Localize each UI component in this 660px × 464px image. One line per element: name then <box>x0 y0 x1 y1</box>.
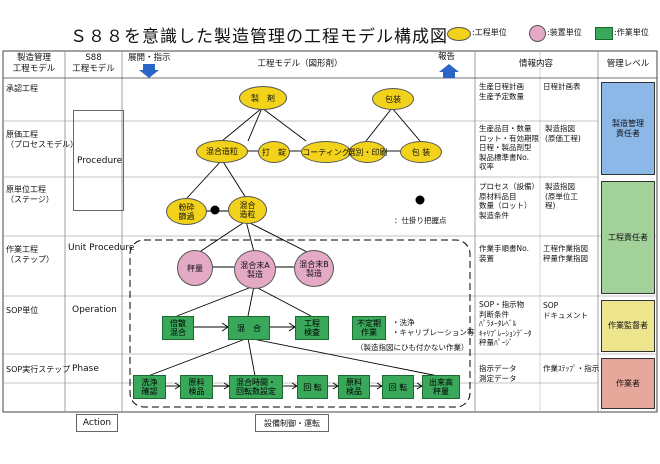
info-sop-step-b: 作業ｽﾃｯﾌﾟ・指示 <box>543 364 600 373</box>
setsubi-label: 設備制御・運転 <box>264 418 320 428</box>
node-coating: コーティング <box>301 141 351 163</box>
annotation-shikakari: ：仕掛り把握点 <box>394 216 447 225</box>
s88-procedure: Procedure <box>73 110 124 211</box>
node-kongou: 混 合 <box>228 316 270 340</box>
info-cost-a: 生産品目・数量 ロット・有効期限 日程・製品剤型 製品標準書No. 収率 <box>479 124 539 171</box>
s88-action: Action <box>76 414 118 432</box>
info-approval-a: 生産日程計画 生産予定数量 <box>479 82 524 101</box>
header-dispatch: 展開・指示 <box>128 53 171 63</box>
legend-process: :工程単位 <box>472 28 507 37</box>
node-hyouryou: 秤量 <box>177 250 213 286</box>
s88-unit-procedure: Unit Procedure <box>68 243 135 253</box>
node-futeiki: 不定期 作業 <box>352 316 386 340</box>
node-genryou-2: 原料 検品 <box>338 375 370 399</box>
node-kongou-b: 混合末B 製造 <box>294 250 334 287</box>
page-title: Ｓ８８を意識した製造管理の工程モデル構成図 <box>70 27 448 47</box>
node-koutei-kensa: 工程 検査 <box>295 316 329 340</box>
annotation-seizou: （製造指図にひも付かない作業） <box>356 343 469 352</box>
node-kongou-zouryu: 混合造粒 <box>196 140 248 163</box>
node-housou-top: 包装 <box>372 88 414 110</box>
setsubi-box: 設備制御・運転 <box>255 414 329 432</box>
legend-work-swatch <box>595 27 613 40</box>
info-sop-b: SOP ドキュメント <box>543 301 588 320</box>
header-info: 情報内容 <box>518 59 553 69</box>
info-step-a: 作業手順書No. 装置 <box>479 244 529 263</box>
header-process-model: 工程モデル（図形剤） <box>257 59 343 69</box>
mgmt-level-supervisor: 作業監督者 <box>601 300 655 352</box>
info-stage-a: プロセス（設備） 原材料品目 数量（ロット） 製造条件 <box>479 182 539 220</box>
s88-phase: Phase <box>72 364 99 374</box>
info-approval-b: 日程計画表 <box>543 82 581 91</box>
node-kaiten-2: 回 転 <box>382 375 414 399</box>
legend-equipment-swatch <box>529 25 546 42</box>
header-mgmt-model: 製造管理 工程モデル <box>12 53 56 74</box>
node-genryou-1: 原料 検品 <box>180 375 213 399</box>
row-label-sop-step: SOP実行ステップ <box>6 365 71 374</box>
s88-action-label: Action <box>82 418 112 428</box>
node-senjou: 洗浄 確認 <box>133 375 166 399</box>
mgmt-level-process: 工程責任者 <box>601 181 655 294</box>
row-label-stage: 原単位工程 （ステージ） <box>6 185 54 204</box>
row-label-sop: SOP単位 <box>6 306 39 315</box>
node-kaiten-1: 回 転 <box>297 375 328 399</box>
node-dasetsu: 打 錠 <box>258 141 290 163</box>
node-senbetsu: 選別・印刷 <box>348 141 388 163</box>
annotation-senjou: ・洗浄 ・キャリブレーション等 <box>392 318 475 337</box>
node-kongou-zouryu-stage: 混合 造粒 <box>228 196 267 224</box>
info-sop-step-a: 指示データ 測定データ <box>479 364 517 383</box>
row-label-step: 作業工程 （ステップ） <box>6 245 54 264</box>
s88-procedure-label: Procedure <box>77 155 123 166</box>
mgmt-level-manufacturing: 製造管理 責任者 <box>601 82 655 175</box>
node-housou: 包 装 <box>400 141 442 163</box>
node-baisan: 倍散 混合 <box>162 316 194 340</box>
header-s88-model: S88 工程モデル <box>72 53 115 74</box>
node-kongou-a: 混合末A 製造 <box>234 250 276 289</box>
node-funsai: 粉砕 篩過 <box>166 198 207 225</box>
legend-process-swatch <box>447 27 471 41</box>
row-label-approval: 承認工程 <box>6 84 38 93</box>
row-label-cost: 原価工程 （プロセスモデル） <box>6 130 78 149</box>
legend-work: :作業単位 <box>614 28 649 37</box>
header-mgmt-level: 管理レベル <box>606 59 650 69</box>
node-shukkou: 出来高 秤量 <box>422 375 460 399</box>
node-kongou-jikan: 混合時間・ 回転数設定 <box>229 375 283 399</box>
info-step-b: 工程作業指図 秤量作業指図 <box>543 244 588 263</box>
mgmt-level-worker: 作業者 <box>601 358 655 409</box>
header-report: 報告 <box>438 52 456 62</box>
info-sop-a: SOP・指示物 判断条件 ﾊﾟﾗﾒｰﾀﾚﾍﾞﾙ ｷｬﾘﾌﾞﾚｰｼｮﾝﾃﾞｰﾀ 秤… <box>479 300 532 347</box>
node-seizai: 製 剤 <box>239 86 287 110</box>
info-cost-b: 製造指図 (原価工程) <box>545 124 581 143</box>
s88-operation: Operation <box>72 305 117 315</box>
legend-equipment: :装置単位 <box>547 28 582 37</box>
info-stage-b: 製造指図 (原単位工 程) <box>545 182 578 210</box>
